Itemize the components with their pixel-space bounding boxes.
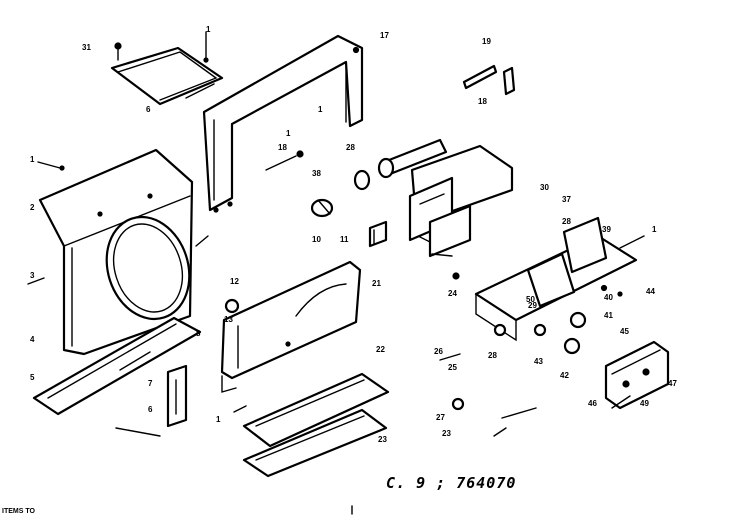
part-label: 1 <box>318 105 323 114</box>
part-label: 3 <box>30 271 35 280</box>
part-label: 22 <box>376 345 385 354</box>
part-label: 43 <box>534 357 543 366</box>
part-label: 13 <box>224 315 233 324</box>
part-label: 19 <box>482 37 491 46</box>
part-label: 26 <box>434 347 443 356</box>
part-label: 47 <box>668 379 677 388</box>
part-label: 8 <box>196 329 201 338</box>
part-label: 28 <box>488 351 497 360</box>
part-label: 23 <box>442 429 451 438</box>
part-label: 21 <box>372 279 381 288</box>
part-label: 29 <box>528 301 537 310</box>
small-bracket <box>166 364 188 428</box>
control-panel-face <box>604 340 670 410</box>
control-chassis <box>474 216 638 342</box>
part-label: 17 <box>380 31 389 40</box>
control-knobs <box>224 298 587 437</box>
part-label: 30 <box>540 183 549 192</box>
part-label: 1 <box>286 129 291 138</box>
part-label: 2 <box>30 203 35 212</box>
part-label: 1 <box>652 225 657 234</box>
part-labels: 31 1 6 17 1 1 19 18 1 2 3 4 5 6 7 8 1 18… <box>30 25 677 444</box>
part-label: 28 <box>562 217 571 226</box>
part-label: 18 <box>478 97 487 106</box>
part-label: 1 <box>206 25 211 34</box>
bottom-tray <box>32 316 202 437</box>
part-label: 24 <box>448 289 457 298</box>
partition-panel <box>220 260 362 393</box>
part-label: 49 <box>640 399 649 408</box>
part-label: 7 <box>148 379 153 388</box>
part-label: 38 <box>312 169 321 178</box>
part-label: 4 <box>30 335 35 344</box>
part-label: 27 <box>436 413 445 422</box>
part-label: 45 <box>620 327 629 336</box>
motor-shaft <box>265 138 448 191</box>
part-label: 40 <box>604 293 613 302</box>
part-label: 1 <box>30 155 35 164</box>
part-label: 12 <box>230 277 239 286</box>
weatherstrip <box>462 64 516 96</box>
footer-text: ITEMS TO <box>2 508 35 515</box>
blower-fan <box>310 198 388 248</box>
part-label: 39 <box>602 225 611 234</box>
drawing-code: C. 9 ; 764070 <box>386 474 516 492</box>
part-label: 46 <box>588 399 597 408</box>
part-label: 41 <box>604 311 613 320</box>
part-label: 31 <box>82 43 91 52</box>
part-label: 18 <box>278 143 287 152</box>
part-label: 6 <box>146 105 151 114</box>
part-label: 10 <box>312 235 321 244</box>
part-label: 23 <box>378 435 387 444</box>
part-label: 37 <box>562 195 571 204</box>
compressor-housing <box>408 144 514 258</box>
part-label: 50 <box>526 295 535 304</box>
vertical-side-panel <box>202 34 364 213</box>
screws <box>27 161 645 413</box>
part-label: 5 <box>30 373 35 382</box>
part-label: 44 <box>646 287 655 296</box>
top-cover-plate <box>110 31 224 106</box>
part-label: 1 <box>216 415 221 424</box>
base-pans <box>242 372 390 478</box>
part-label: 28 <box>346 143 355 152</box>
part-label: 11 <box>340 235 349 244</box>
part-label: 42 <box>560 371 569 380</box>
part-label: 25 <box>448 363 457 372</box>
front-grille <box>38 148 194 356</box>
part-label: 6 <box>148 405 153 414</box>
